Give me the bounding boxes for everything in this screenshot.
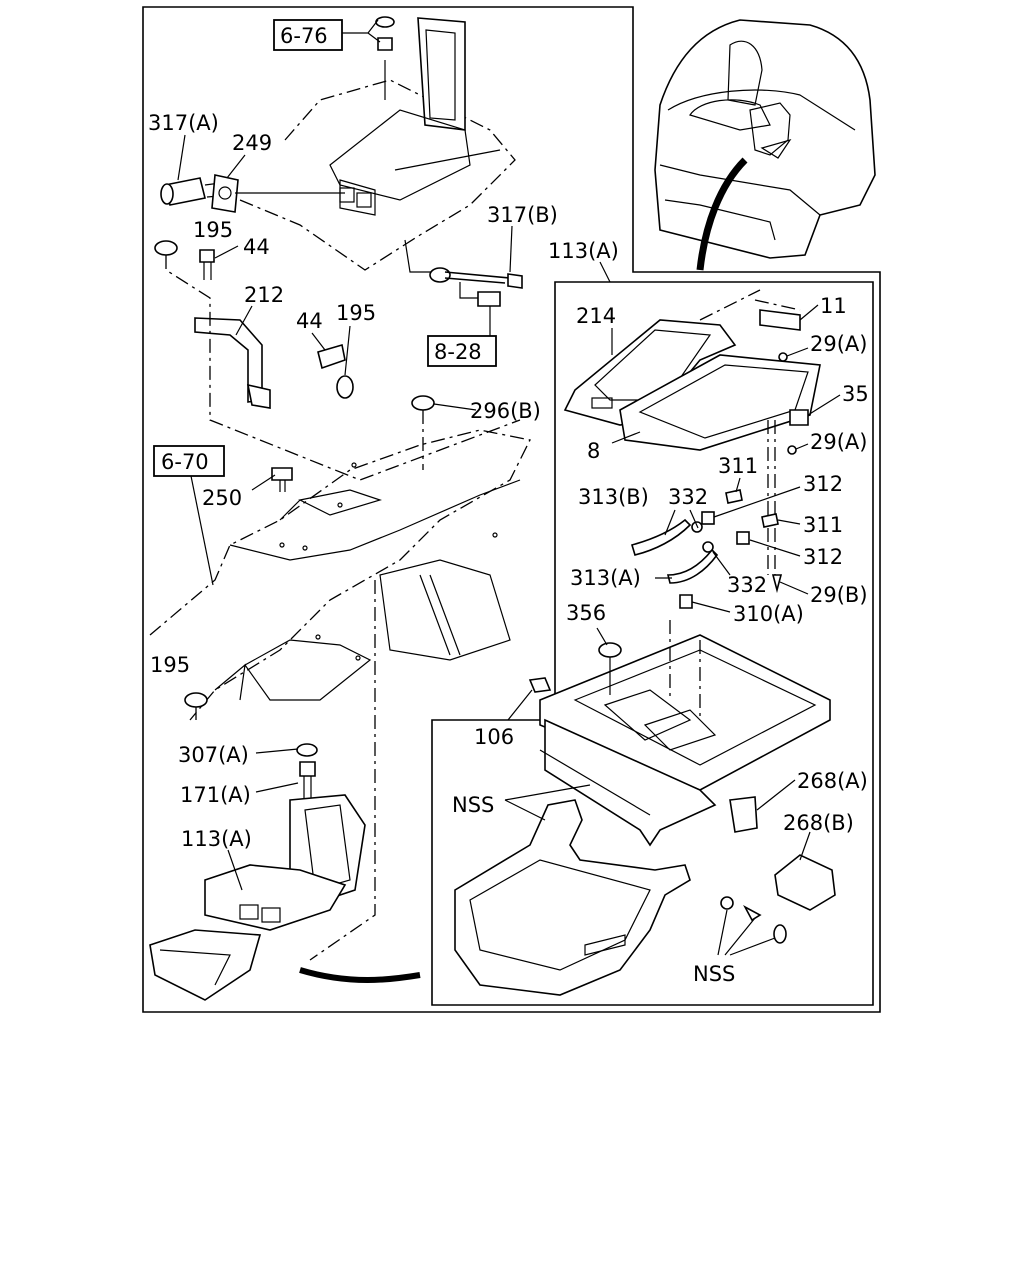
callout-29a-1: 29(A) [810, 332, 867, 356]
callout-106: 106 [474, 725, 514, 749]
upper-console-assembly [154, 16, 523, 481]
ref-8-28: 8-28 [434, 340, 482, 364]
callout-356: 356 [566, 601, 606, 625]
ref-6-76: 6-76 [280, 24, 328, 48]
callout-313a: 313(A) [570, 566, 641, 590]
callout-307a: 307(A) [178, 743, 249, 767]
callout-171a: 171(A) [180, 783, 251, 807]
ref-box-6-70: 6-70 [153, 445, 225, 477]
floor-panel-assembly [149, 395, 531, 721]
vehicle-cab-illustration [654, 19, 876, 271]
callout-312-1: 312 [803, 472, 843, 496]
callout-214: 214 [576, 304, 616, 328]
lower-console-assembly [149, 580, 421, 1001]
callout-317b: 317(B) [487, 203, 558, 227]
lid-and-cover-detail [563, 289, 821, 609]
callout-313b: 313(B) [578, 485, 649, 509]
callout-311-2: 311 [803, 513, 843, 537]
callout-317a: 317(A) [148, 111, 219, 135]
callout-311-1: 311 [718, 454, 758, 478]
callout-250: 250 [202, 486, 242, 510]
callout-296b: 296(B) [470, 399, 541, 423]
callout-312-2: 312 [803, 545, 843, 569]
callout-249: 249 [232, 131, 272, 155]
callout-nss-2: NSS [693, 962, 735, 986]
callout-35: 35 [842, 382, 869, 406]
callout-44-mid: 44 [296, 309, 323, 333]
callout-29b: 29(B) [810, 583, 868, 607]
callout-8: 8 [587, 439, 600, 463]
callout-332-1: 332 [668, 485, 708, 509]
callout-268b: 268(B) [783, 811, 854, 835]
callout-195-top: 195 [193, 218, 233, 242]
ref-box-8-28: 8-28 [427, 335, 497, 367]
callout-113a-top: 113(A) [548, 239, 619, 263]
ref-6-70: 6-70 [161, 450, 209, 474]
callout-44-top: 44 [243, 235, 270, 259]
callout-113a-low: 113(A) [181, 827, 252, 851]
console-box-detail [454, 620, 836, 996]
outer-frame [142, 6, 881, 1013]
callout-nss-1: NSS [452, 793, 494, 817]
part-callouts: 317(A) 249 195 44 212 44 195 317(B) 113(… [148, 111, 869, 986]
callout-195-low: 195 [150, 653, 190, 677]
callout-332-2: 332 [727, 573, 767, 597]
ref-box-6-76: 6-76 [273, 19, 343, 51]
callout-29a-2: 29(A) [810, 430, 867, 454]
callout-195-mid: 195 [336, 301, 376, 325]
leader-lines [177, 19, 841, 956]
callout-212: 212 [244, 283, 284, 307]
callout-268a: 268(A) [797, 769, 868, 793]
callout-310a: 310(A) [733, 602, 804, 626]
callout-11: 11 [820, 294, 847, 318]
